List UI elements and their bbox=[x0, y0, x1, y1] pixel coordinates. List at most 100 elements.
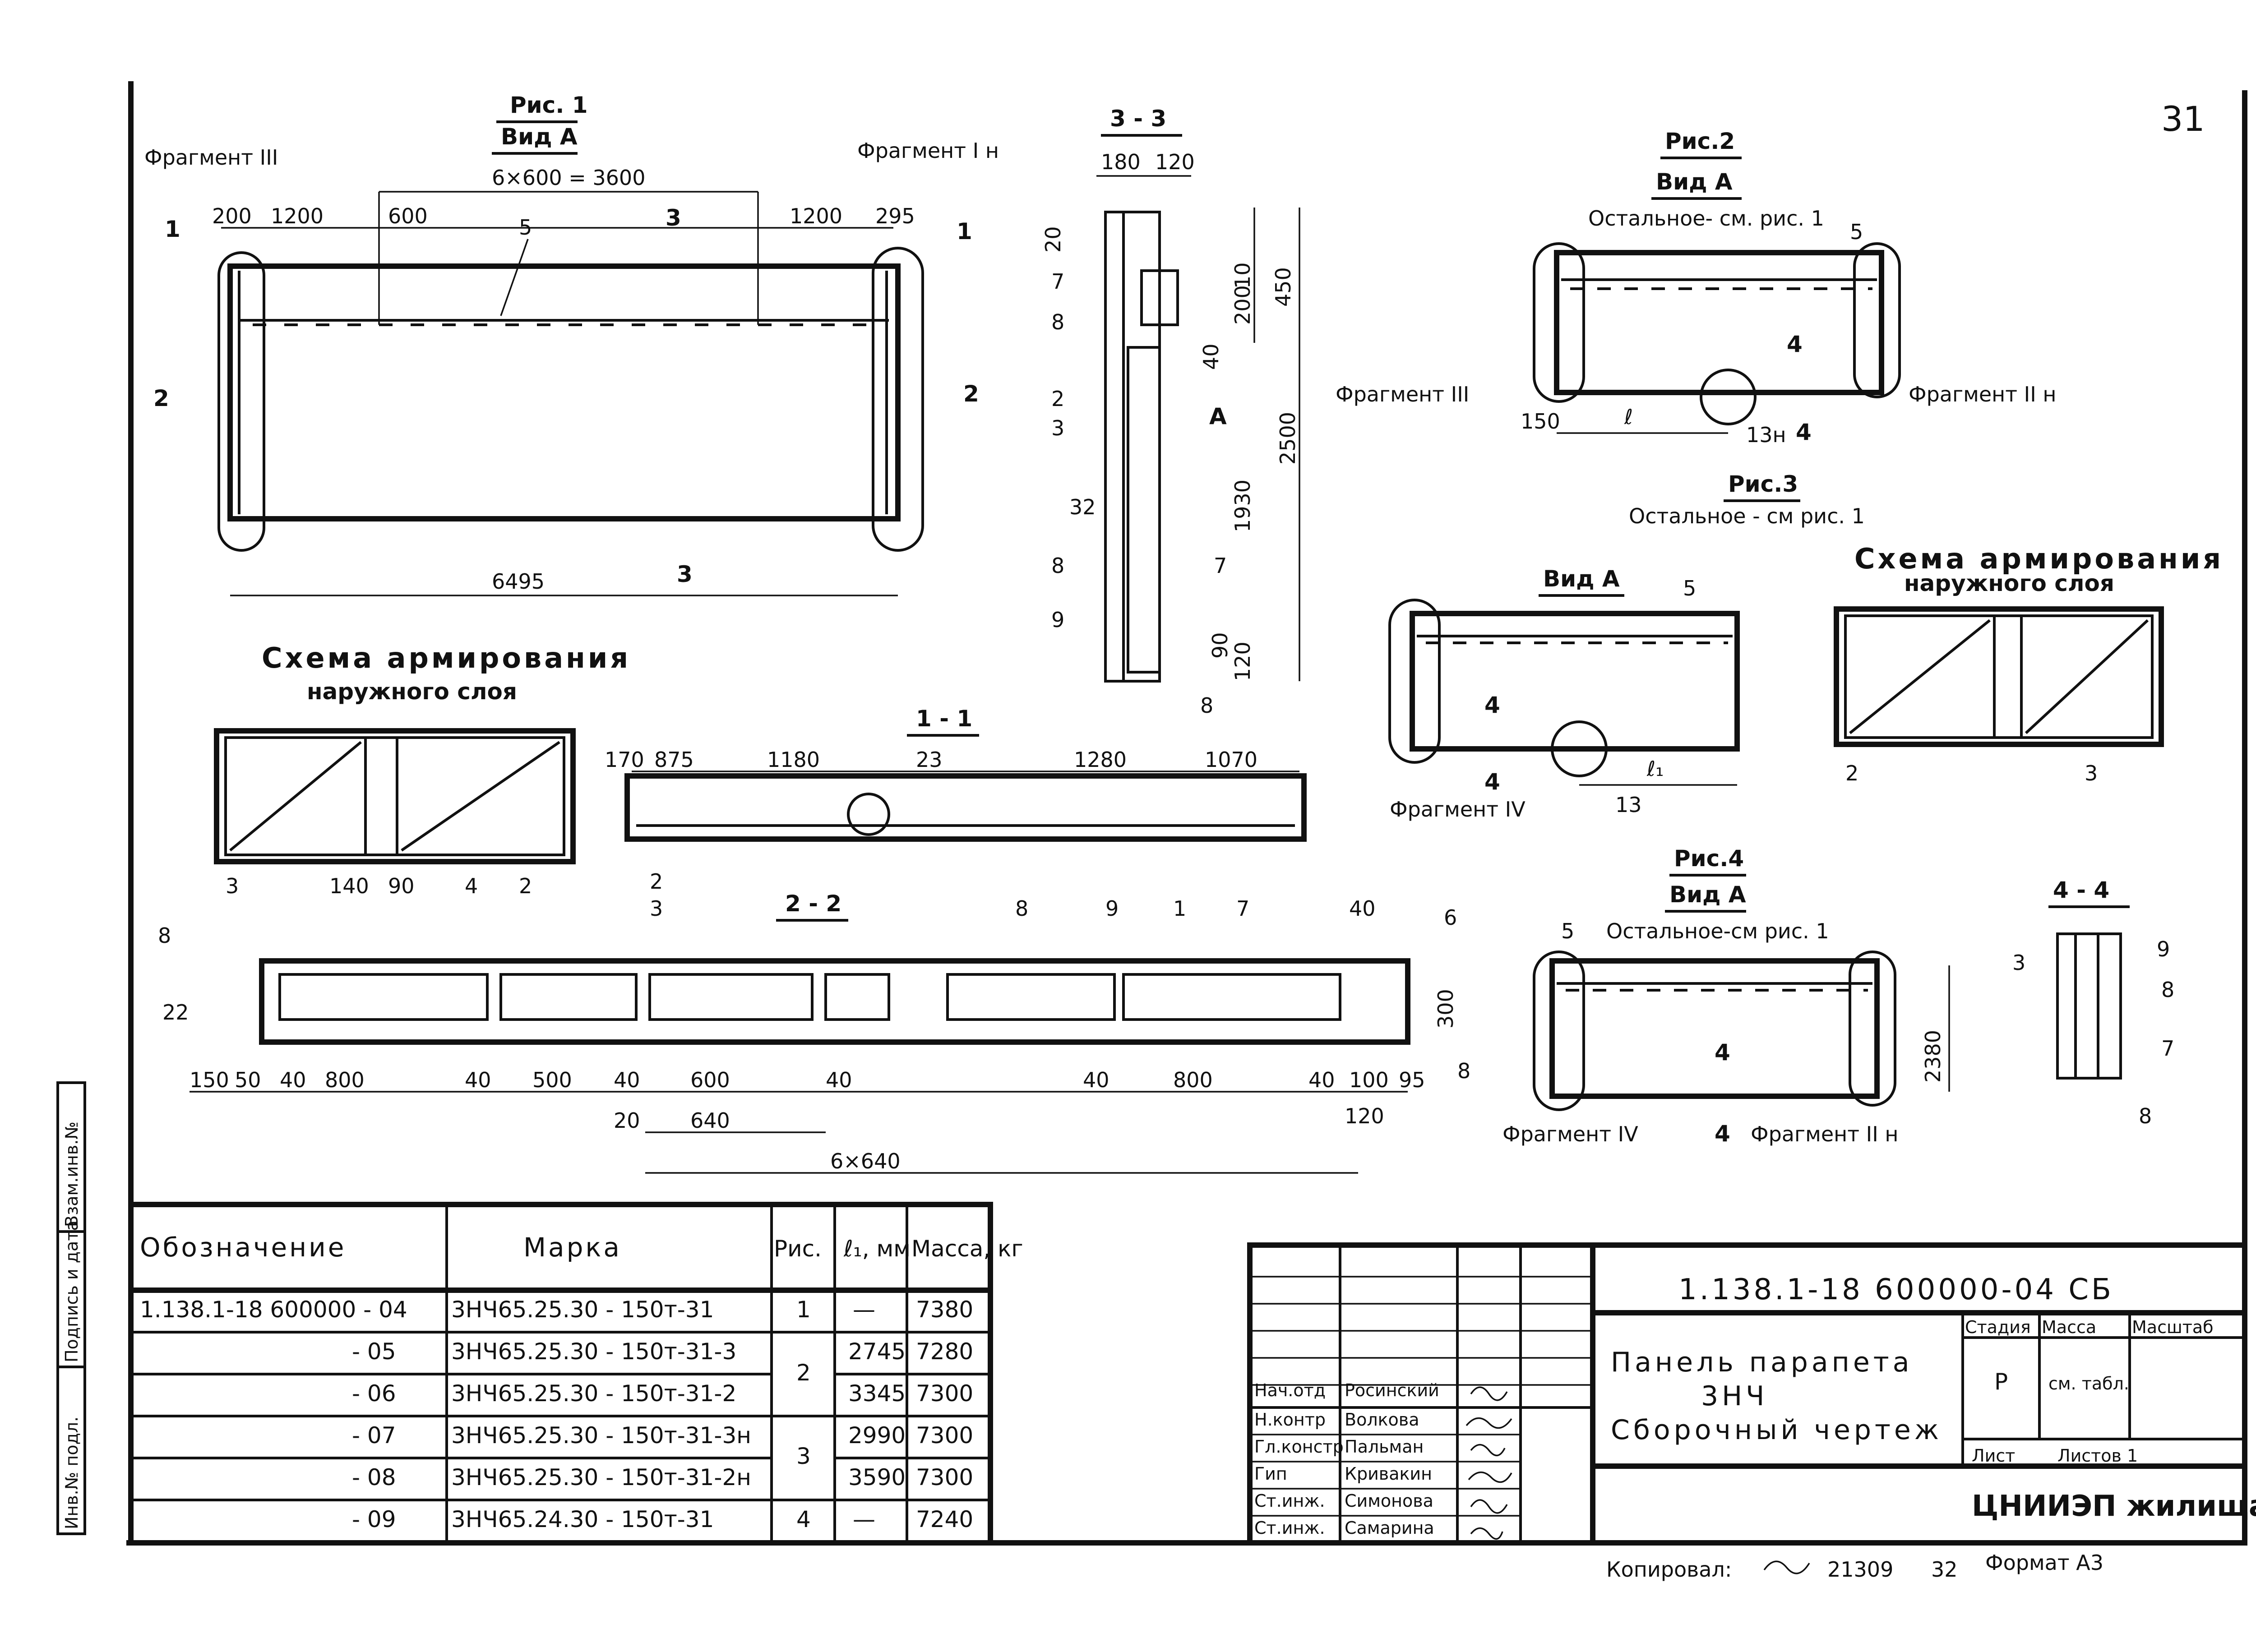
fig4-section-4-bottom: 4 bbox=[1715, 1121, 1730, 1147]
fig1-dim-1200b: 1200 bbox=[790, 204, 842, 228]
sec22-pos-8: 8 bbox=[1015, 896, 1028, 921]
title-mass-label: Масса bbox=[2042, 1317, 2096, 1337]
copier-signature-mark bbox=[1763, 1560, 1810, 1574]
sec33-pos-7: 7 bbox=[1051, 269, 1064, 294]
title-name-line3: Сборочный чертеж bbox=[1611, 1414, 1942, 1446]
sec33-dim-20: 20 bbox=[1041, 226, 1065, 253]
fig2-note: Остальное- см. рис. 1 bbox=[1588, 206, 1824, 231]
signature-mark-2 bbox=[1465, 1417, 1512, 1429]
sec33-dim-32: 32 bbox=[1069, 495, 1096, 519]
format-label: Формат А3 bbox=[1985, 1550, 2103, 1575]
spec-row2-mark: 3НЧ65.25.30 - 150т-31-3 bbox=[451, 1338, 736, 1365]
spec-header-mark: Марка bbox=[523, 1232, 622, 1263]
fig1-dim-600: 600 bbox=[388, 204, 428, 228]
sec22-pos-6: 6 bbox=[1444, 905, 1457, 930]
fig1-section-3-bottom: 3 bbox=[677, 561, 693, 587]
copied-code: 21309 bbox=[1827, 1557, 1893, 1582]
sec44-pos-8b: 8 bbox=[2139, 1104, 2152, 1128]
sec22-pos-1: 1 bbox=[1173, 896, 1186, 921]
spec-row6-l1: — bbox=[853, 1506, 875, 1532]
sec33-dim-120: 120 bbox=[1155, 150, 1195, 174]
fig1-dim-total: 6×600 = 3600 bbox=[492, 166, 645, 190]
sec22-dim-640: 640 bbox=[690, 1108, 730, 1133]
sec33-pos-8b: 8 bbox=[1051, 554, 1064, 578]
scheme1-title: Схема армирования bbox=[262, 641, 631, 674]
sec33-dim-200: 200 bbox=[1230, 285, 1255, 325]
spec-row4-code: - 07 bbox=[352, 1422, 396, 1449]
spec-row2-l1: 2745 bbox=[848, 1338, 906, 1365]
stamp-inv-no: Инв.№ подл. bbox=[62, 1417, 82, 1529]
fig1-title: Рис. 1 bbox=[510, 92, 588, 118]
spec-row5-mass: 7300 bbox=[916, 1464, 973, 1490]
copied-num: 32 bbox=[1931, 1557, 1958, 1582]
scheme1-pos-4: 4 bbox=[465, 874, 478, 898]
spec-row4-l1: 2990 bbox=[848, 1422, 906, 1449]
sec22-dim-95: 95 bbox=[1399, 1068, 1425, 1092]
spec-header-fig: Рис. bbox=[774, 1236, 822, 1262]
fig4-fragment-left: Фрагмент IV bbox=[1502, 1122, 1638, 1146]
signature-mark-4 bbox=[1468, 1471, 1512, 1483]
fig3-note: Остальное - см рис. 1 bbox=[1629, 504, 1865, 528]
spec-row4-mark: 3НЧ65.25.30 - 150т-31-3н bbox=[451, 1422, 751, 1449]
fig3-scheme-pos-3: 3 bbox=[2085, 761, 2098, 785]
spec-row1-code: 1.138.1-18 600000 - 04 bbox=[140, 1297, 407, 1323]
spec-row2-code: - 05 bbox=[352, 1338, 396, 1365]
fig1-section-1-left: 1 bbox=[165, 216, 180, 242]
sec22-dim-40c: 40 bbox=[614, 1068, 640, 1092]
sign-name-6: Самарина bbox=[1345, 1518, 1434, 1538]
sec44-pos-7: 7 bbox=[2161, 1036, 2174, 1061]
sign-role-3: Гл.констр bbox=[1254, 1437, 1344, 1457]
fig2-node-13n: 13н bbox=[1746, 423, 1786, 447]
sec22-dim-20: 20 bbox=[614, 1108, 640, 1133]
sec22-dim-50: 50 bbox=[235, 1068, 261, 1092]
spec-header-l1: ℓ₁, мм bbox=[843, 1236, 911, 1262]
fig3-pos-5: 5 bbox=[1683, 576, 1696, 600]
sec44-pos-3: 3 bbox=[2012, 951, 2025, 975]
fig1-section-2-right: 2 bbox=[963, 381, 979, 407]
fig3-title: Рис.3 bbox=[1728, 471, 1798, 497]
sec22-dim-40e: 40 bbox=[1083, 1068, 1110, 1092]
signature-mark-1 bbox=[1470, 1386, 1508, 1401]
sec33-view-a: A bbox=[1209, 403, 1227, 429]
sign-name-1: Росинский bbox=[1345, 1380, 1439, 1400]
fig1-dim-295: 295 bbox=[875, 204, 915, 228]
sign-role-2: Н.контр bbox=[1254, 1410, 1326, 1430]
fig4-section-4-top: 4 bbox=[1715, 1039, 1730, 1066]
sign-role-1: Нач.отд bbox=[1254, 1380, 1326, 1400]
fig4-title: Рис.4 bbox=[1674, 845, 1744, 872]
sec22-dim-22: 22 bbox=[162, 1000, 189, 1024]
sec22-dim-800b: 800 bbox=[1173, 1068, 1213, 1092]
sec44-pos-8: 8 bbox=[2161, 978, 2174, 1002]
spec-row6-mass: 7240 bbox=[916, 1506, 973, 1532]
spec-row1-l1: — bbox=[853, 1297, 875, 1323]
fig1-dim-200: 200 bbox=[212, 204, 252, 228]
sec22-dim-100: 100 bbox=[1349, 1068, 1389, 1092]
sec11-dim-875: 875 bbox=[654, 748, 694, 772]
fig2-pos-5: 5 bbox=[1850, 220, 1863, 244]
signature-mark-5 bbox=[1470, 1499, 1508, 1514]
fig1-section-1-right: 1 bbox=[957, 218, 972, 245]
fig2-dim-150: 150 bbox=[1521, 409, 1560, 434]
section-2-2: 2 - 2 2 3 8 22 8 9 1 7 40 6 300 8 150 50… bbox=[158, 869, 1470, 1174]
spec-row6-mark: 3НЧ65.24.30 - 150т-31 bbox=[451, 1506, 714, 1532]
sec33-pos-8c: 8 bbox=[1200, 693, 1213, 718]
sec22-pos-7: 7 bbox=[1236, 896, 1249, 921]
fig2-title: Рис.2 bbox=[1665, 128, 1735, 154]
fig4-view: Рис.4 Вид А Остальное-см рис. 1 5 2380 Ф… bbox=[1502, 845, 1950, 1147]
spec-row5-code: - 08 bbox=[352, 1464, 396, 1490]
sec33-pos-7b: 7 bbox=[1214, 554, 1227, 578]
stamp-signature-date: Подпись и дата bbox=[62, 1220, 82, 1362]
fig2-dim-l: ℓ bbox=[1624, 405, 1633, 429]
scheme1: Схема армирования наружного слоя 3 4 2 1… bbox=[214, 641, 631, 898]
fig3-scheme-subtitle: наружного слоя bbox=[1904, 570, 2114, 596]
fig3-fragment: Фрагмент IV bbox=[1390, 797, 1526, 821]
fig1-section-2-left: 2 bbox=[153, 385, 169, 411]
sign-name-5: Симонова bbox=[1345, 1491, 1433, 1511]
title-stage-value: Р bbox=[1994, 1369, 2008, 1395]
fig3-scheme-pos-2: 2 bbox=[1845, 761, 1858, 785]
sec11-title: 1 - 1 bbox=[916, 706, 972, 732]
section-1-1: 1 - 1 170 875 1180 1280 1070 23 bbox=[605, 706, 1307, 842]
sec33-dim-2500: 2500 bbox=[1276, 412, 1300, 465]
title-name-line2: 3НЧ bbox=[1701, 1380, 1768, 1412]
sec22-title: 2 - 2 bbox=[785, 891, 841, 917]
